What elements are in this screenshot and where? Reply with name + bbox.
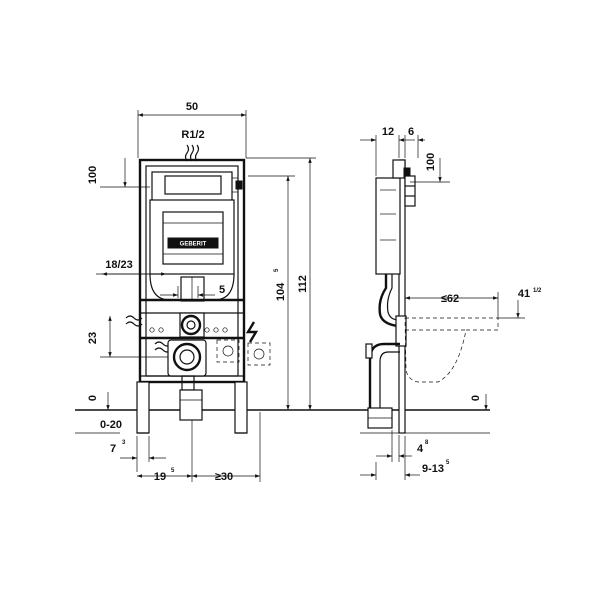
installation-frame	[136, 158, 248, 434]
electrical-box-outline	[216, 339, 240, 363]
side-foot-depth-dimension: 4	[417, 443, 424, 455]
waste-water-icon	[125, 315, 172, 353]
min-clearance-dimension: ≥30	[215, 471, 233, 483]
supply-height-dimension: 23	[87, 332, 99, 344]
flush-pipe	[179, 276, 205, 338]
brand-logo-text: GEBERIT	[180, 242, 207, 248]
side-flush-pipe	[378, 274, 399, 328]
side-depth-a-dimension: 12	[382, 126, 394, 138]
axis-offset-dimension: 5	[219, 284, 225, 296]
side-view: 12 6 100 ≤62 41 1/2 0 4 8 9-13 5	[360, 126, 542, 480]
side-floor-level-label: 0	[470, 395, 482, 401]
electrical-icon	[245, 321, 259, 343]
top-offset-dimension: 100	[87, 166, 99, 184]
bowl-projection-dimension: ≤62	[441, 293, 459, 305]
floor-build-up-dimension: 0-20	[100, 419, 122, 431]
foot-offset-dimension: 7	[110, 443, 116, 455]
cistern: GEBERIT	[149, 171, 243, 301]
pipe-height-dimension: 18/23	[105, 259, 133, 271]
drain-connection	[167, 339, 207, 421]
height-to-top-dimension: 104	[275, 282, 287, 301]
water-supply-icon	[184, 144, 200, 162]
side-adjust-range-fraction: 5	[446, 460, 450, 466]
side-top-offset-dimension: 100	[425, 153, 437, 171]
centre-distance-fraction: 5	[171, 468, 175, 474]
front-view: GEBERIT	[87, 101, 316, 483]
bowl-height-fraction: 1/2	[533, 288, 542, 294]
side-adjust-range-dimension: 9-13	[422, 463, 444, 475]
socket-outline	[247, 342, 271, 366]
thread-label: R1/2	[181, 129, 204, 141]
side-drain-elbow	[365, 342, 400, 429]
side-cistern	[375, 159, 416, 275]
width-dimension: 50	[186, 101, 198, 113]
centre-distance-dimension: 19	[154, 471, 166, 483]
height-to-top-fraction: 5	[274, 268, 280, 272]
toilet-bowl	[404, 317, 499, 383]
floor-level-label: 0	[87, 395, 99, 401]
total-height-dimension: 112	[297, 275, 309, 293]
brand-logo	[167, 237, 219, 249]
side-depth-b-dimension: 6	[408, 126, 414, 138]
foot-offset-fraction: 3	[122, 440, 126, 446]
side-foot-depth-fraction: 8	[425, 440, 429, 446]
bowl-height-dimension: 41	[518, 288, 530, 300]
